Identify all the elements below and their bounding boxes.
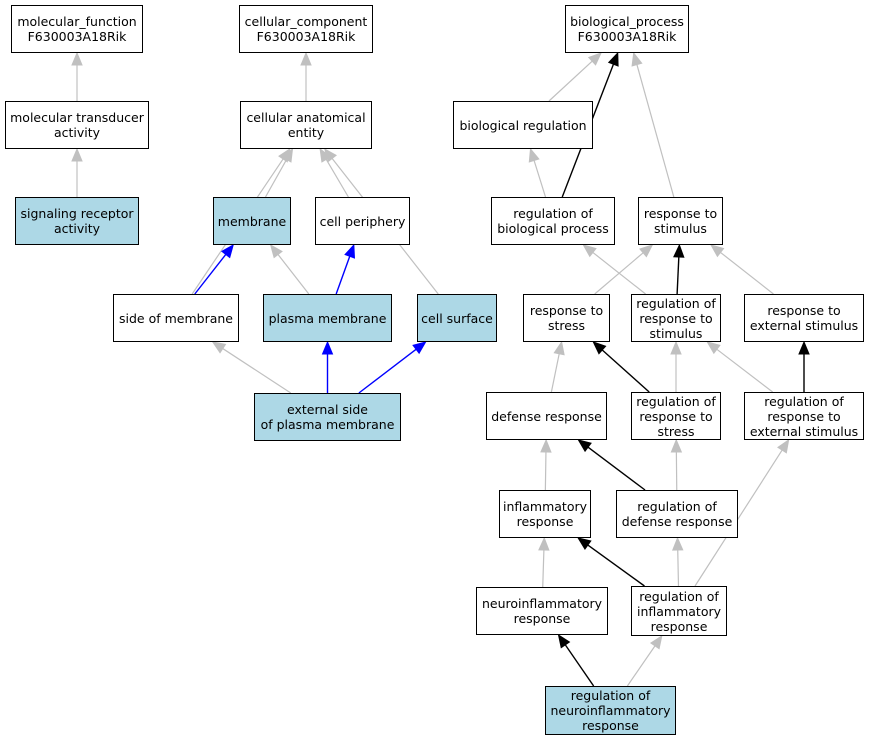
arrowhead-reg_resp_ext_stim-to-reg_resp_stimulus <box>706 341 721 355</box>
arrowhead-ext_side_pm-to-cell_surface <box>412 341 427 355</box>
arrowhead-side_membrane-to-membrane <box>220 243 234 259</box>
arrowhead-ext_side_pm-to-plasma_membrane <box>321 340 334 355</box>
arrowhead-reg_bio_process-to-bp_root <box>607 51 619 67</box>
arrowhead-reg_defense_resp-to-reg_resp_stress <box>670 438 683 453</box>
edge-ext_side_pm-to-cell_surface <box>358 348 417 394</box>
node-regulation-of-response-to-external-stimulus[interactable]: regulation of response to external stimu… <box>744 392 864 440</box>
node-cellular-component-root[interactable]: cellular_component F630003A18Rik <box>239 5 373 53</box>
node-response-to-external-stimulus[interactable]: response to external stimulus <box>744 294 864 342</box>
arrowhead-signaling_receptor-to-mol_transducer <box>71 147 83 162</box>
node-response-to-stimulus[interactable]: response to stimulus <box>638 197 723 245</box>
node-neuroinflammatory-response[interactable]: neuroinflammatory response <box>476 587 608 635</box>
edge-inflam_resp-to-defense_resp <box>544 451 547 491</box>
arrowhead-reg_resp_ext_stim-to-resp_ext_stimulus <box>798 340 810 355</box>
edge-bio_regulation-to-bp_root <box>548 60 593 102</box>
node-regulation-of-defense-response[interactable]: regulation of defense response <box>616 490 738 538</box>
arrowhead-cell_surface-to-cell_anat_entity <box>323 147 338 163</box>
edge-membrane-to-cell_anat_entity <box>264 159 288 198</box>
arrowhead-side_membrane-to-cell_anat_entity <box>278 147 291 163</box>
node-biological-process-root[interactable]: biological_process F630003A18Rik <box>565 5 689 53</box>
node-response-to-stress[interactable]: response to stress <box>523 294 610 342</box>
edge-reg_resp_stimulus-to-resp_stimulus <box>676 256 680 295</box>
edge-reg_inflam_resp-to-reg_resp_ext_stim <box>694 449 783 587</box>
node-defense-response[interactable]: defense response <box>486 392 607 440</box>
edge-reg_neuroinflam_resp-to-reg_inflam_resp <box>626 645 656 687</box>
arrowhead-cell_anat_entity-to-cc_root <box>300 51 312 66</box>
arrowhead-reg_bio_process-to-bio_regulation <box>528 147 540 163</box>
arrowhead-bio_regulation-to-bp_root <box>587 52 602 66</box>
arrowhead-inflam_resp-to-defense_resp <box>540 438 552 453</box>
arrowhead-defense_resp-to-resp_stress <box>553 340 565 356</box>
arrowhead-cell_periphery-to-cell_anat_entity <box>319 147 332 163</box>
arrowhead-ext_side_pm-to-side_membrane <box>211 341 227 354</box>
arrowhead-reg_neuroinflam_resp-to-reg_inflam_resp <box>649 634 663 650</box>
edge-reg_inflam_resp-to-inflam_resp <box>587 544 645 587</box>
edge-resp_ext_stimulus-to-resp_stimulus <box>720 251 774 295</box>
arrowhead-reg_inflam_resp-to-reg_resp_ext_stim <box>777 438 790 454</box>
arrowhead-plasma_membrane-to-membrane <box>269 243 283 259</box>
edge-reg_defense_resp-to-defense_resp <box>587 446 646 491</box>
node-inflammatory-response[interactable]: inflammatory response <box>499 490 591 538</box>
edge-reg_bio_process-to-bio_regulation <box>533 160 547 198</box>
edge-cell_periphery-to-cell_anat_entity <box>325 159 349 198</box>
node-biological-regulation[interactable]: biological regulation <box>453 101 593 149</box>
arrowhead-reg_resp_stimulus-to-reg_bio_process <box>582 244 597 258</box>
edge-ext_side_pm-to-side_membrane <box>222 348 292 394</box>
edge-reg_resp_stress-to-resp_stress <box>601 349 650 393</box>
arrowhead-plasma_membrane-to-cell_periphery <box>344 243 356 259</box>
node-cell-periphery[interactable]: cell periphery <box>315 197 410 245</box>
arrowhead-reg_resp_stress-to-resp_stress <box>592 341 607 355</box>
edge-plasma_membrane-to-membrane <box>277 254 310 295</box>
node-regulation-of-inflammatory-response[interactable]: regulation of inflammatory response <box>631 586 727 636</box>
edge-reg_resp_ext_stim-to-reg_resp_stimulus <box>716 348 774 393</box>
node-side-of-membrane[interactable]: side of membrane <box>113 294 239 342</box>
node-molecular-transducer-activity[interactable]: molecular transducer activity <box>5 101 149 149</box>
edge-neuroinflam_resp-to-inflam_resp <box>542 549 545 588</box>
arrowhead-reg_defense_resp-to-defense_resp <box>577 439 592 453</box>
node-cellular-anatomical-entity[interactable]: cellular anatomical entity <box>240 101 372 149</box>
arrowhead-reg_inflam_resp-to-reg_defense_resp <box>672 536 684 551</box>
node-regulation-of-response-to-stimulus[interactable]: regulation of response to stimulus <box>631 294 721 342</box>
node-signaling-receptor-activity[interactable]: signaling receptor activity <box>15 197 139 245</box>
arrowhead-reg_resp_stimulus-to-resp_stimulus <box>673 243 685 258</box>
edge-defense_resp-to-resp_stress <box>550 353 560 393</box>
arrowhead-mol_transducer-to-mf_root <box>71 51 83 66</box>
edge-resp_stress-to-resp_stimulus <box>594 252 644 295</box>
edge-reg_inflam_resp-to-reg_defense_resp <box>677 549 680 587</box>
arrowhead-resp_ext_stimulus-to-resp_stimulus <box>710 244 725 258</box>
edge-plasma_membrane-to-cell_periphery <box>335 256 351 295</box>
edge-resp_stimulus-to-bp_root <box>636 64 675 198</box>
arrowhead-reg_resp_stress-to-reg_resp_stimulus <box>670 340 682 355</box>
node-membrane[interactable]: membrane <box>213 197 291 245</box>
arrowhead-reg_neuroinflam_resp-to-neuroinflam_resp <box>557 633 571 649</box>
arrowhead-reg_inflam_resp-to-inflam_resp <box>577 537 592 550</box>
edge-reg_neuroinflam_resp-to-neuroinflam_resp <box>564 644 595 687</box>
arrowhead-resp_stimulus-to-bp_root <box>631 51 643 67</box>
edge-side_membrane-to-membrane <box>194 254 227 295</box>
arrowhead-resp_stress-to-resp_stimulus <box>639 244 654 258</box>
node-molecular-function-root[interactable]: molecular_function F630003A18Rik <box>11 5 143 53</box>
node-regulation-of-neuroinflammatory-response[interactable]: regulation of neuroinflammatory response <box>545 686 676 735</box>
node-cell-surface[interactable]: cell surface <box>417 294 497 342</box>
node-regulation-of-response-to-stress[interactable]: regulation of response to stress <box>631 392 721 440</box>
node-plasma-membrane[interactable]: plasma membrane <box>263 294 392 342</box>
arrowhead-neuroinflam_resp-to-inflam_resp <box>538 536 550 551</box>
node-regulation-of-biological-process[interactable]: regulation of biological process <box>491 197 615 245</box>
node-external-side-of-plasma-membrane[interactable]: external side of plasma membrane <box>254 393 401 441</box>
